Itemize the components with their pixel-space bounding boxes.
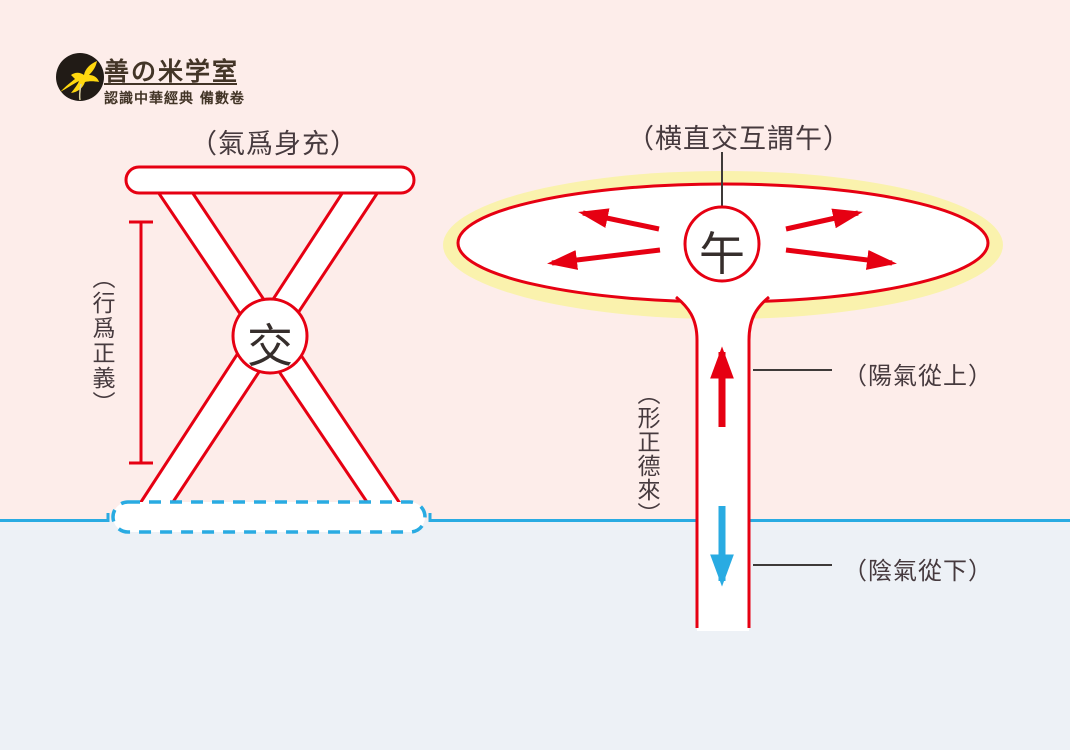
wu-character: 午 — [699, 227, 745, 281]
jiao-figure — [111, 165, 427, 534]
jiao-bottom-dashed-capsule — [111, 500, 427, 534]
logo-title: 善の米学室 — [104, 57, 240, 86]
wu-center-circle — [683, 205, 761, 283]
jiao-top-label: （氣爲身充） — [190, 129, 358, 160]
jiao-center-circle — [231, 297, 309, 375]
arrow-upper-right-icon — [785, 208, 863, 232]
wu-stem-label: （形正德來） — [633, 382, 659, 526]
jiao-measure-line — [129, 220, 153, 465]
wu-top-label: （横直交互謂午） — [627, 124, 851, 155]
yang-callout-label: （陽氣從上） — [843, 362, 993, 390]
jiao-side-label: （行爲正義） — [88, 266, 114, 416]
wu-stem-left-edge — [675, 295, 699, 628]
arrow-lower-right-icon — [785, 247, 897, 270]
wu-stem-fill — [676, 290, 769, 631]
logo — [56, 53, 104, 101]
logo-stalk-icon — [78, 83, 82, 101]
bird-logo-icon — [60, 61, 99, 93]
jiao-top-bar — [124, 165, 416, 195]
arrow-upper-left-icon — [578, 208, 660, 232]
wu-figure — [443, 152, 1003, 631]
logo-subtitle: 認識中華經典 備數卷 — [104, 91, 245, 107]
background-ground — [0, 520, 1070, 750]
logo-title-underline — [104, 83, 237, 85]
yin-callout-label: （陰氣從下） — [843, 557, 993, 585]
wu-stem-right-edge — [747, 295, 770, 628]
jiao-character: 交 — [247, 319, 293, 373]
arrow-lower-left-icon — [547, 247, 661, 270]
ground-line — [0, 513, 1070, 522]
